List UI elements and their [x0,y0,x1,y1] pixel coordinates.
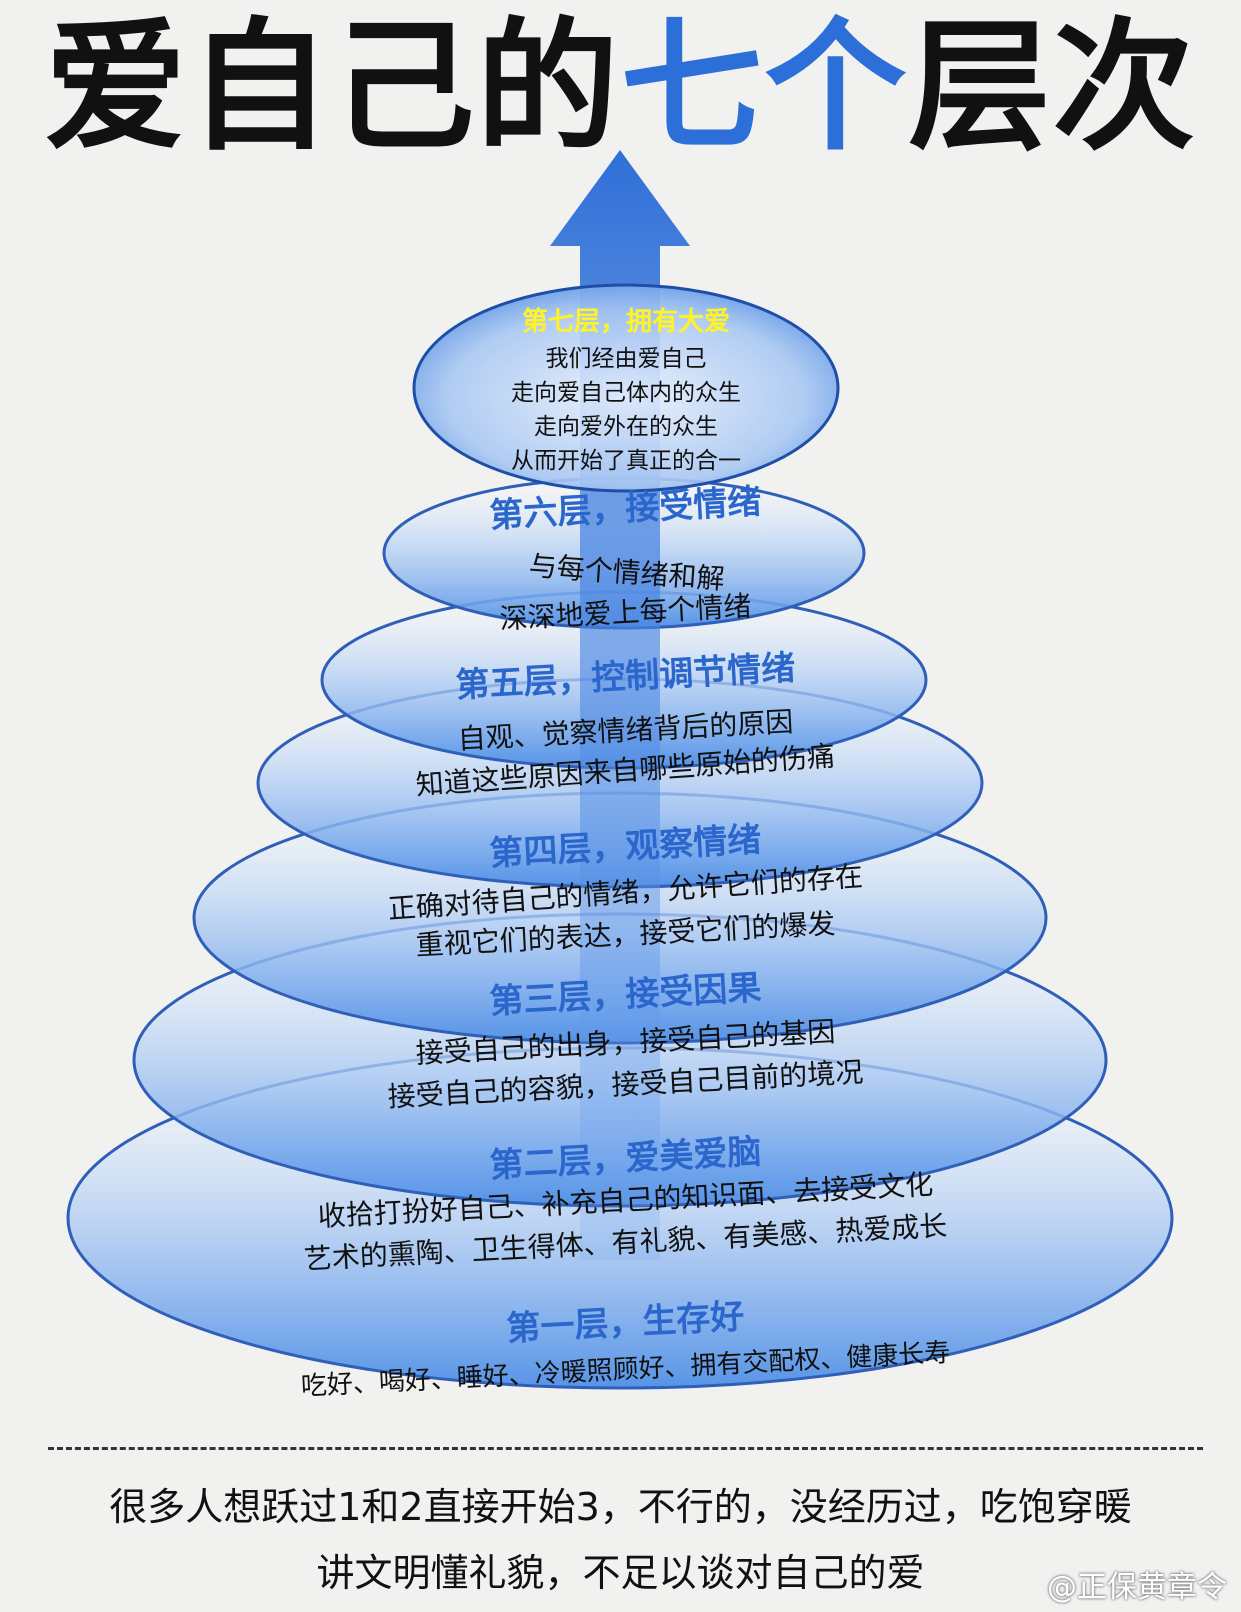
dashed-divider [48,1447,1203,1450]
title-part-2: 层次 [908,5,1197,170]
layer-7-line: 走向爱自己体内的众生 [511,380,741,406]
layer-7-line: 我们经由爱自己 [546,346,707,372]
title-part-1: 爱自己的 [44,5,621,170]
layer-7-disc [412,283,840,493]
layer-7-line: 走向爱外在的众生 [534,414,718,440]
page-title: 爱自己的七个层次 [0,8,1241,168]
layer-7-line: 从而开始了真正的合一 [511,448,741,474]
layer-7-title: 第七层，拥有大爱 [522,306,730,337]
footer-line-2: 讲文明懂礼貌，不足以谈对自己的爱 [316,1551,925,1595]
watermark: @正保黄章令 [1047,1570,1227,1605]
title-highlight: 七个 [620,5,909,170]
footer-line-1: 很多人想跃过1和2直接开始3，不行的，没经历过，吃饱穿暖 [109,1485,1132,1529]
